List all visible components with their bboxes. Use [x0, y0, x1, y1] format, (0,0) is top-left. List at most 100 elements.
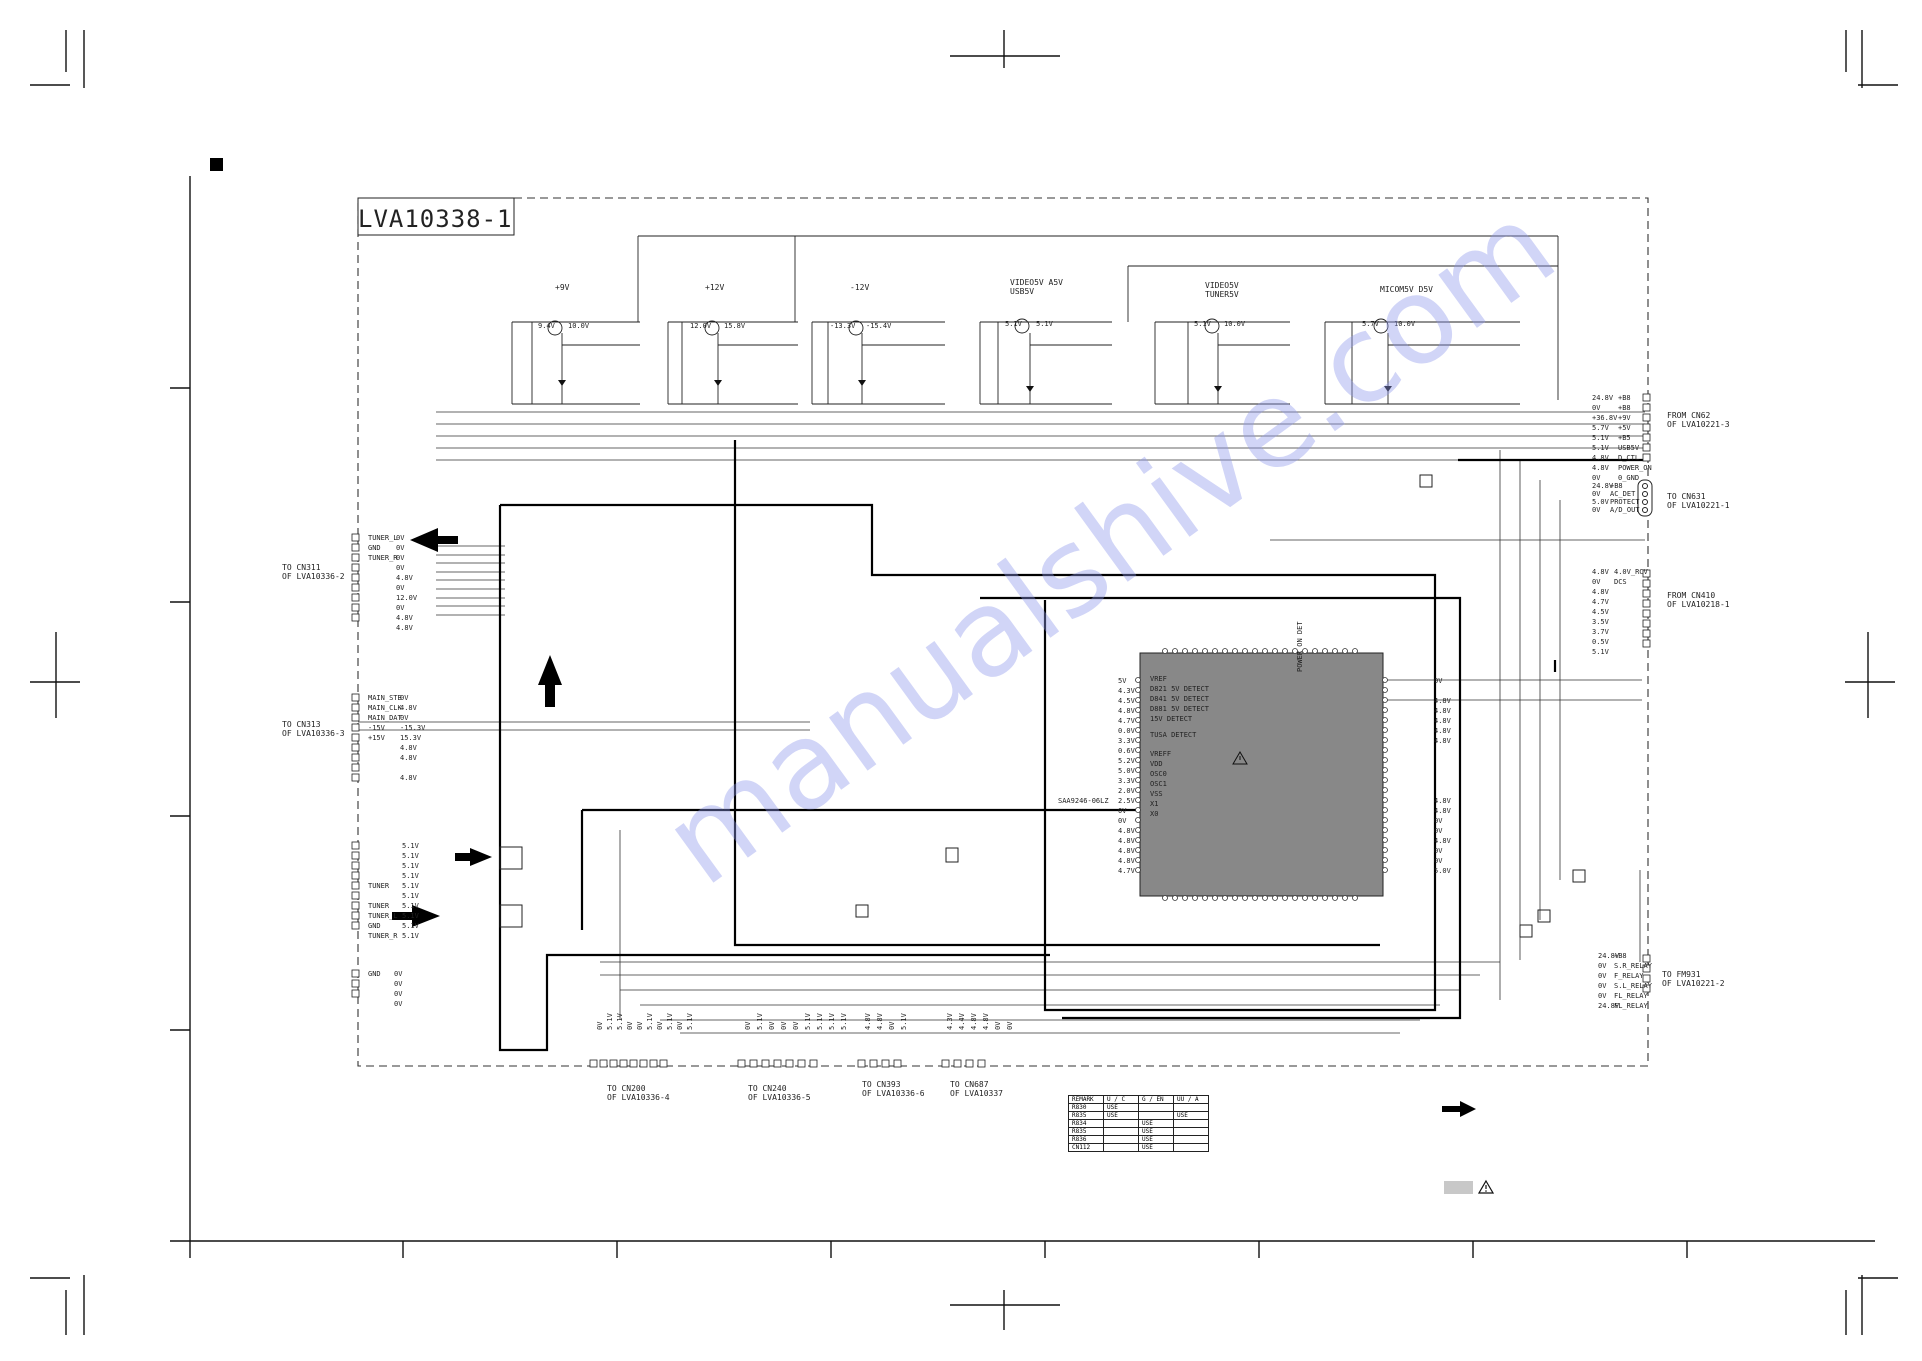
- pin-value: 0V: [780, 1021, 788, 1030]
- cpu-pin-voltage: 0V: [1434, 677, 1443, 685]
- pin-value: 5.1V: [402, 862, 419, 870]
- pin-value: 5.1V: [402, 852, 419, 860]
- pin-value: 24.8V: [1598, 1002, 1620, 1010]
- pin-value: 5.1V: [686, 1013, 694, 1030]
- pin-signal: +B8: [1614, 952, 1627, 960]
- regulator-video5v-tuner5v: [1155, 318, 1290, 405]
- cpu-pin-voltage: 5.0V: [1118, 767, 1135, 775]
- pin-value: 0V: [394, 970, 403, 978]
- table-cell: R835: [1068, 1111, 1104, 1120]
- cpu-pin-voltage: 4.7V: [1118, 717, 1135, 725]
- crystal-label: SAA9246-06LZ: [1058, 797, 1109, 805]
- pin-signal: AC_DET: [1610, 490, 1636, 498]
- pin-value: 0V: [676, 1021, 684, 1030]
- pin-value: 4.8V: [400, 774, 417, 782]
- pin-value: 4.8V: [1592, 464, 1609, 472]
- pin-value: 0V: [396, 544, 405, 552]
- connector-label-cn311: TO CN311 OF LVA10336-2: [282, 563, 345, 581]
- regulator-zeners: [558, 380, 1392, 392]
- pin-value: 0V: [636, 1021, 644, 1030]
- cpu-pin-voltage: 4.8V: [1434, 797, 1451, 805]
- cpu-pin-label: D821 5V DETECT: [1150, 685, 1210, 693]
- pin-value: 0V: [1598, 962, 1607, 970]
- regulator-rail-label: +9V: [555, 283, 570, 292]
- signal-path-arrow-icon: [1442, 1101, 1476, 1117]
- pin-signal: 4.0V_RCV: [1614, 568, 1648, 576]
- pin-value: 5.1V: [402, 872, 419, 880]
- connector-label-cn62: FROM CN62 OF LVA10221-3: [1667, 411, 1730, 429]
- pin-value: 4.7V: [1592, 598, 1609, 606]
- connector-label-cn393: TO CN393 OF LVA10336-6: [862, 1080, 925, 1098]
- microcontroller-pins: [1135, 648, 1388, 901]
- pin-value: 24.8V: [1592, 394, 1614, 402]
- pin-signal: GND: [368, 544, 381, 552]
- cpu-pin-label: VSS: [1150, 790, 1163, 798]
- pin-value: 4.3V: [946, 1013, 954, 1030]
- cpu-pin-voltage: 0V: [1434, 817, 1443, 825]
- warning-triangle-icon: [1232, 751, 1248, 765]
- pin-value: 5.0V: [1592, 498, 1609, 506]
- pin-value: 5.1V: [900, 1013, 908, 1030]
- pin-value: 0V: [596, 1021, 604, 1030]
- regulator-9v: [512, 320, 640, 405]
- cpu-pin-label: X0: [1150, 810, 1159, 818]
- pin-value: 0V: [994, 1021, 1002, 1030]
- pin-value: 5.1V: [606, 1013, 614, 1030]
- regulator-in-voltage: 5.7V: [1362, 320, 1379, 328]
- cpu-pin-label: TUSA DETECT: [1150, 731, 1197, 739]
- pin-signal: FL_RELAY: [1614, 1002, 1648, 1010]
- regulator-neg12v: [812, 320, 945, 405]
- cpu-pin-label: 15V DETECT: [1150, 715, 1193, 723]
- cpu-pin-voltage: 0.6V: [1118, 747, 1135, 755]
- cpu-pin-voltage: 4.8V: [1118, 837, 1135, 845]
- regulator-in-voltage: 5.1V: [1005, 320, 1022, 328]
- frame: [170, 176, 1875, 1258]
- cpu-pin-voltage: 4.3V: [1118, 687, 1135, 695]
- cpu-pin-voltage: 4.8V: [1434, 727, 1451, 735]
- cpu-pin-voltage: 3.3V: [1118, 737, 1135, 745]
- pin-signal: +B5: [1618, 434, 1631, 442]
- regulator-out-voltage: 10.0V: [568, 322, 590, 330]
- cpu-pin-voltage: 5V: [1118, 677, 1127, 685]
- pin-value: 0V: [396, 534, 405, 542]
- pin-value: 15.3V: [400, 734, 422, 742]
- pin-value: 5.7V: [1592, 424, 1609, 432]
- pin-value: 4.5V: [1592, 608, 1609, 616]
- pin-value: 0V: [744, 1021, 752, 1030]
- pin-value: 0V: [394, 1000, 403, 1008]
- cpu-pin-label: VDD: [1150, 760, 1163, 768]
- table-cell: R835: [1068, 1127, 1104, 1136]
- pin-value: 0V: [400, 694, 409, 702]
- table-cell: R830: [1068, 1103, 1104, 1112]
- cpu-pin-label: VREF: [1150, 675, 1167, 683]
- cpu-pin-voltage: 4.8V: [1434, 807, 1451, 815]
- pin-value: 0V: [768, 1021, 776, 1030]
- pin-value: 5.1V: [402, 912, 419, 920]
- transistor-icons: [499, 474, 1586, 938]
- pin-value: 5.1V: [646, 1013, 654, 1030]
- cpu-pin-voltage: 4.8V: [1434, 707, 1451, 715]
- regulator-in-voltage: -13.3V: [830, 322, 856, 330]
- pin-value: 5.1V: [1592, 434, 1609, 442]
- cn631-connector: [1637, 479, 1653, 517]
- cpu-pin-voltage: 4.8V: [1118, 707, 1135, 715]
- pin-value: 0V: [396, 554, 405, 562]
- cpu-pin-voltage: 3.3V: [1118, 777, 1135, 785]
- pin-value: 5.1V: [1592, 648, 1609, 656]
- pin-value: 5.1V: [828, 1013, 836, 1030]
- pin-value: 24.8V: [1592, 482, 1614, 490]
- pin-value: 4.8V: [400, 754, 417, 762]
- pin-signal: 0_GND: [1618, 474, 1640, 482]
- pin-signal: +B8: [1618, 404, 1631, 412]
- board-title: LVA10338-1: [358, 205, 513, 233]
- cpu-pin-label: D841 5V DETECT: [1150, 695, 1210, 703]
- table-cell: [1173, 1127, 1209, 1136]
- regulator-out-voltage: 15.8V: [724, 322, 746, 330]
- pin-value: 5.1V: [616, 1013, 624, 1030]
- table-cell: USE: [1138, 1127, 1174, 1136]
- pin-value: 3.5V: [1592, 618, 1609, 626]
- regulator-section: [511, 235, 1559, 405]
